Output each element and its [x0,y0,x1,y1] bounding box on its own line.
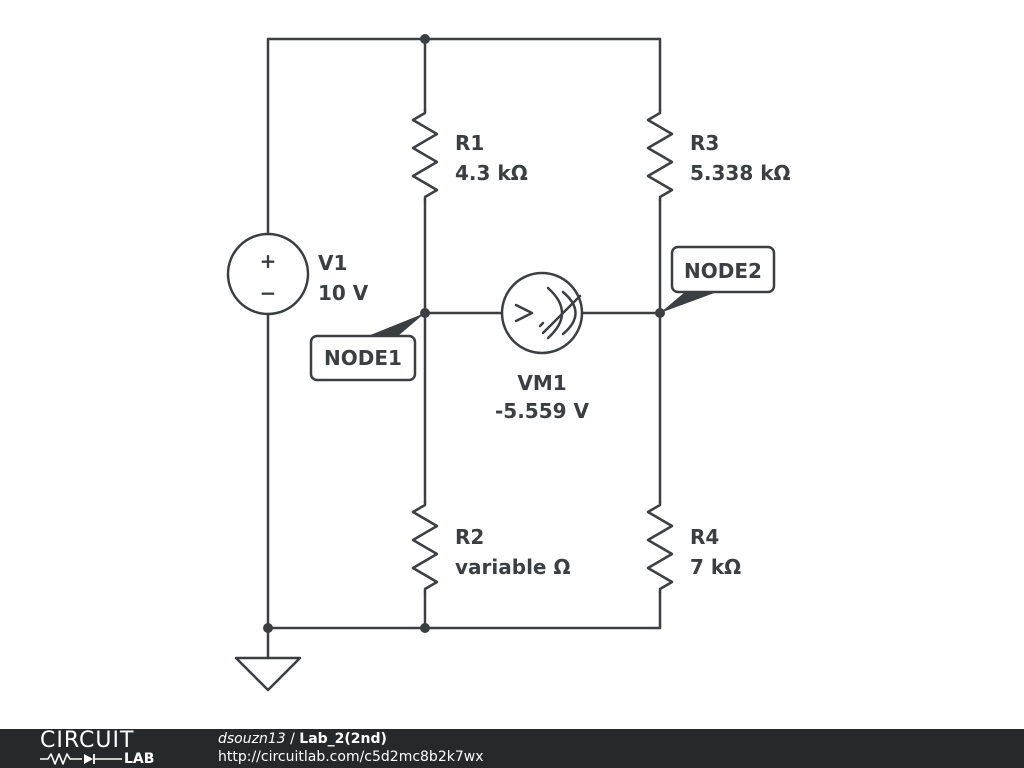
node1-tag[interactable]: NODE1 [309,313,425,382]
v1-name-label: V1 [318,251,347,275]
node2-label: NODE2 [684,259,762,283]
r4-name-label: R4 [690,525,719,549]
logo-wordmark: CIRCUIT [40,728,135,753]
voltmeter-arrow-icon [514,303,534,323]
junction-bottom-left [263,623,273,633]
junction-bottom-mid [420,623,430,633]
r3-name-label: R3 [690,131,719,155]
node1-label: NODE1 [324,346,402,370]
footer-bar: CIRCUIT LAB dsouzn13 / Lab_2(2nd) http:/… [0,729,1024,768]
resistor-r3[interactable] [646,108,674,202]
r4-value-label: 7 kΩ [690,555,741,579]
logo-circuit-icon [40,753,122,765]
v1-plus-sign: + [260,249,277,273]
circuit-meta: dsouzn13 / Lab_2(2nd) http://circuitlab.… [218,730,483,766]
circuit-title[interactable]: Lab_2(2nd) [299,731,387,747]
circuitlab-logo[interactable]: CIRCUIT LAB [40,729,180,768]
r3-value-label: 5.338 kΩ [690,161,791,185]
resistor-r4[interactable] [646,500,674,594]
node2-pointer-icon [660,292,717,313]
circuit-title-line: dsouzn13 / Lab_2(2nd) [218,730,483,748]
wire-top [266,37,662,236]
voltmeter-scale-icon [546,286,564,340]
v1-value-label: 10 V [318,281,369,305]
schematic-diagram: + − V1 10 V R1 4.3 kΩ R3 5.338 kΩ R2 var… [226,34,791,692]
r2-value-label: variable Ω [455,555,570,579]
wire-bottom [266,312,662,630]
vm1-name-label: VM1 [517,371,566,395]
node2-tag[interactable]: NODE2 [660,245,776,313]
r1-value-label: 4.3 kΩ [455,161,528,185]
title-separator: / [285,731,300,747]
author-link[interactable]: dsouzn13 [218,731,286,747]
r2-name-label: R2 [455,525,484,549]
ground-symbol[interactable] [234,656,302,692]
v1-minus-sign: − [260,281,277,305]
circuit-url[interactable]: http://circuitlab.com/c5d2mc8b2k7wx [218,749,484,765]
voltmeter-vm1[interactable] [500,271,584,355]
vm1-value-label: -5.559 V [495,399,590,423]
logo-lab-text: LAB [124,751,155,767]
resistor-r2[interactable] [411,500,439,594]
resistor-r1[interactable] [411,108,439,202]
node1-pointer-icon [368,313,425,336]
voltage-source-v1[interactable]: + − [226,232,310,316]
junction-top [420,34,430,44]
r1-name-label: R1 [455,131,484,155]
